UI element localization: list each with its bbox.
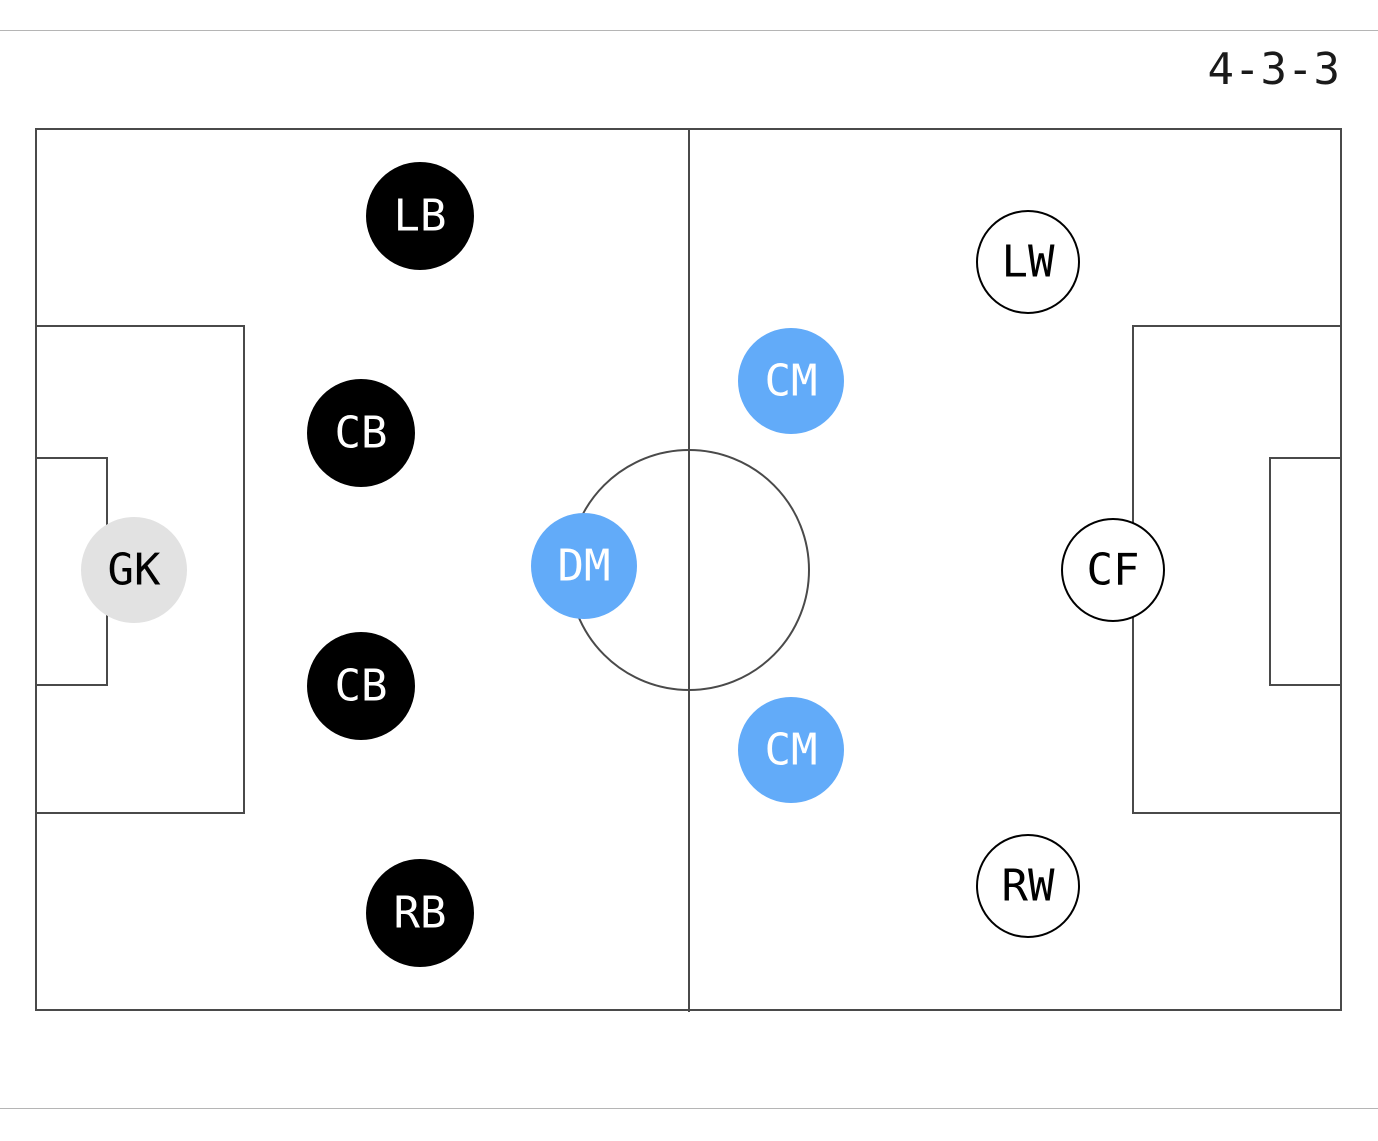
player-marker-cm1: CM xyxy=(738,328,844,434)
player-circle-cm2 xyxy=(738,697,844,803)
player-label-lb: LB xyxy=(394,191,447,242)
player-label-cb2: CB xyxy=(335,661,388,712)
player-label-gk: GK xyxy=(108,545,161,596)
player-marker-cb2: CB xyxy=(307,632,415,740)
player-marker-dm: DM xyxy=(531,513,637,619)
players-layer: GK LB CB CB RB DM CM CM LW CF RW xyxy=(81,162,1165,967)
player-marker-cf: CF xyxy=(1061,518,1165,622)
player-label-rb: RB xyxy=(394,888,447,939)
player-circle-lb xyxy=(366,162,474,270)
bottom-divider xyxy=(0,1108,1378,1109)
player-circle-cm1 xyxy=(738,328,844,434)
player-marker-cb1: CB xyxy=(307,379,415,487)
player-marker-rw: RW xyxy=(976,834,1080,938)
player-circle-dm xyxy=(531,513,637,619)
player-marker-lb: LB xyxy=(366,162,474,270)
right-goal-area xyxy=(1269,457,1341,686)
player-label-rw: RW xyxy=(1002,861,1055,912)
player-label-cb1: CB xyxy=(335,408,388,459)
player-label-cm1: CM xyxy=(765,356,818,407)
player-label-lw: LW xyxy=(1002,237,1055,288)
player-circle-cf xyxy=(1061,518,1165,622)
player-marker-cm2: CM xyxy=(738,697,844,803)
pitch-markings xyxy=(35,128,1342,1012)
top-divider xyxy=(0,30,1378,31)
player-label-cf: CF xyxy=(1087,545,1140,596)
player-circle-gk xyxy=(81,517,187,623)
formation-label: 4-3-3 xyxy=(1207,44,1340,95)
left-penalty-area xyxy=(36,325,245,814)
player-circle-cb1 xyxy=(307,379,415,487)
player-label-dm: DM xyxy=(558,541,611,592)
player-marker-lw: LW xyxy=(976,210,1080,314)
player-label-cm2: CM xyxy=(765,725,818,776)
player-circle-lw xyxy=(976,210,1080,314)
player-marker-gk: GK xyxy=(81,517,187,623)
player-marker-rb: RB xyxy=(366,859,474,967)
player-circle-cb2 xyxy=(307,632,415,740)
player-circle-rw xyxy=(976,834,1080,938)
player-circle-rb xyxy=(366,859,474,967)
